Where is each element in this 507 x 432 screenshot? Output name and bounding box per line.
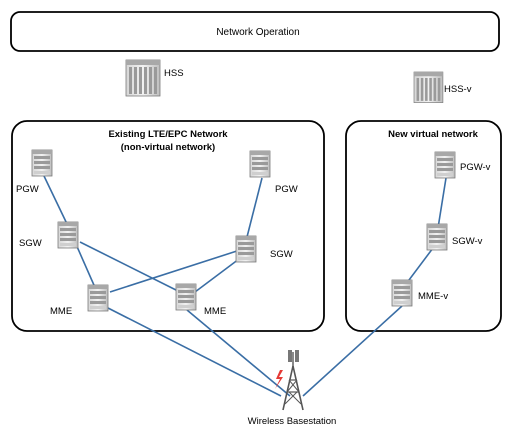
- pgw-right-server-icon: [249, 150, 271, 178]
- pgw-left-server-icon: [31, 149, 53, 177]
- network-operation-box: [10, 11, 500, 52]
- sgw-left-server-icon: [57, 221, 79, 249]
- link-mme-left-basestation: [107, 307, 282, 397]
- hss-label: HSS: [164, 68, 184, 79]
- basestation-label: Wireless Basestation: [248, 416, 337, 427]
- mme-right-server-icon: [175, 283, 197, 311]
- signal-lightning-icon: [275, 370, 283, 389]
- pgw-v-server-icon: [434, 151, 456, 179]
- mme-v-server-icon: [391, 279, 413, 307]
- link-mme-v-basestation: [302, 305, 403, 397]
- hss-v-server-icon: [413, 71, 444, 104]
- hss-server-icon: [125, 59, 161, 97]
- link-sgw-v-mme-v: [405, 243, 437, 285]
- mme-v-label: MME-v: [418, 291, 448, 302]
- pgw-left-label: PGW: [16, 184, 39, 195]
- mme-left-server-icon: [87, 284, 109, 312]
- link-sgw-right-mme-left: [109, 249, 241, 293]
- link-pgw-sgw-left: [43, 175, 69, 227]
- link-pgw-v-sgw-v: [437, 177, 447, 229]
- hss-v-label: HSS-v: [444, 84, 472, 95]
- virtual-network-title: New virtual network: [388, 129, 478, 140]
- network-operation-title: Network Operation: [216, 27, 299, 38]
- existing-network-subtitle: (non-virtual network): [121, 142, 215, 153]
- sgw-right-label: SGW: [270, 249, 293, 260]
- link-mme-right-basestation: [186, 309, 291, 397]
- link-sgw-left-mme-right: [79, 241, 181, 293]
- mme-left-label: MME: [50, 306, 72, 317]
- sgw-v-label: SGW-v: [452, 236, 483, 247]
- virtual-network-box: [345, 120, 502, 332]
- existing-network-box: [11, 120, 325, 332]
- link-sgw-right-mme-right: [194, 255, 244, 293]
- mme-right-label: MME: [204, 306, 226, 317]
- basestation-tower-icon: [282, 350, 304, 411]
- link-sgw-left-mme-left: [74, 241, 98, 293]
- sgw-v-server-icon: [426, 223, 448, 251]
- pgw-v-label: PGW-v: [460, 162, 491, 173]
- sgw-right-server-icon: [235, 235, 257, 263]
- pgw-right-label: PGW: [275, 184, 298, 195]
- sgw-left-label: SGW: [19, 238, 42, 249]
- existing-network-title: Existing LTE/EPC Network: [108, 129, 228, 140]
- link-pgw-sgw-right: [246, 177, 263, 238]
